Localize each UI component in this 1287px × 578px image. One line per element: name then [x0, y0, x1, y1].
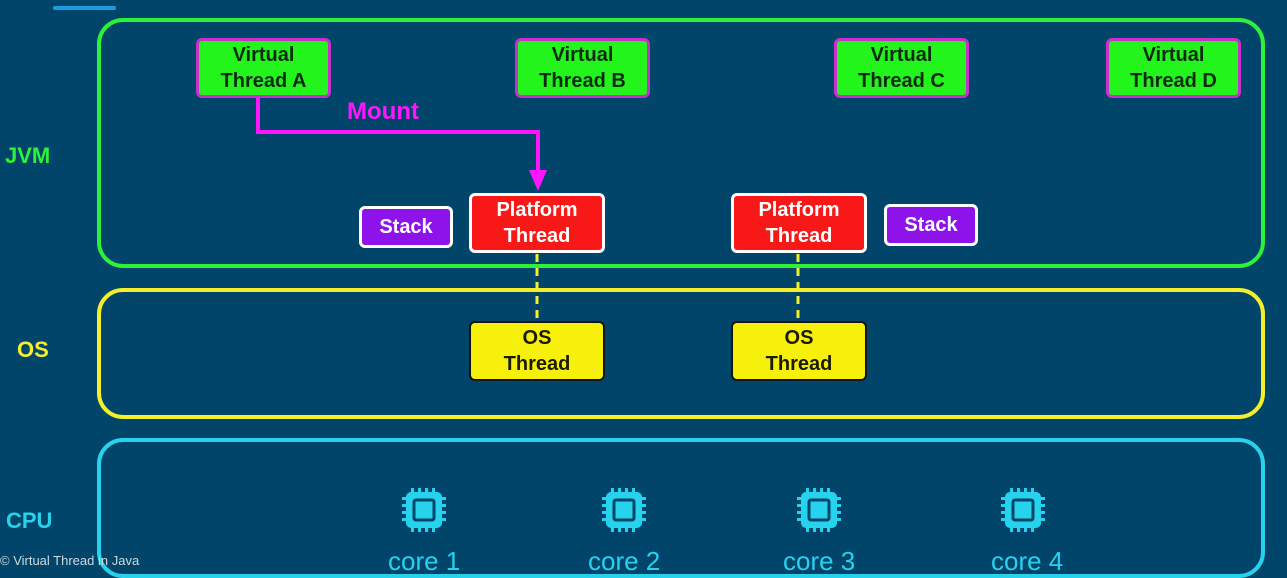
os-thread-1-line2: Thread	[503, 353, 571, 375]
cpu-chip-icon	[602, 488, 646, 532]
os-thread-2: OS Thread	[731, 321, 867, 381]
virtual-thread-c-line1: Virtual	[870, 44, 933, 66]
os-layer-label: OS	[17, 337, 49, 362]
core-4-label: core 4	[991, 546, 1064, 576]
stack-2: Stack	[884, 204, 978, 246]
top-accent-bar	[53, 6, 116, 10]
connectors	[256, 97, 800, 322]
mount-arrow	[256, 97, 540, 178]
platform-thread-2-line1: Platform	[758, 199, 840, 221]
platform-thread-2-line2: Thread	[765, 225, 833, 247]
os-thread-2-line2: Thread	[765, 353, 833, 375]
core-1-label: core 1	[388, 546, 461, 576]
cpu-layer-label: CPU	[6, 508, 53, 533]
cpu-chip-icon	[1001, 488, 1045, 532]
jvm-layer-label: JVM	[5, 143, 51, 168]
core-3-label: core 3	[783, 546, 856, 576]
mount-arrowhead	[529, 170, 547, 191]
cpu-chip-icon	[797, 488, 841, 532]
virtual-thread-b-line1: Virtual	[551, 44, 614, 66]
os-layer	[97, 288, 1265, 419]
core-2-label: core 2	[588, 546, 661, 576]
mount-label: Mount	[347, 98, 419, 125]
virtual-thread-a-line1: Virtual	[232, 44, 295, 66]
cpu-chip-icon	[402, 488, 446, 532]
jvm-layer	[97, 18, 1265, 268]
virtual-thread-c-line2: Thread C	[858, 70, 945, 92]
virtual-thread-d-line1: Virtual	[1142, 44, 1205, 66]
virtual-thread-b-line2: Thread B	[539, 70, 626, 92]
os-thread-1: OS Thread	[469, 321, 605, 381]
platform-thread-1-line1: Platform	[496, 199, 578, 221]
stack-1: Stack	[359, 206, 453, 248]
os-thread-1-line1: OS	[522, 327, 552, 349]
virtual-thread-a-line2: Thread A	[220, 70, 307, 92]
platform-thread-1-line2: Thread	[503, 225, 571, 247]
os-thread-2-line1: OS	[784, 327, 814, 349]
virtual-thread-d-line2: Thread D	[1130, 70, 1217, 92]
